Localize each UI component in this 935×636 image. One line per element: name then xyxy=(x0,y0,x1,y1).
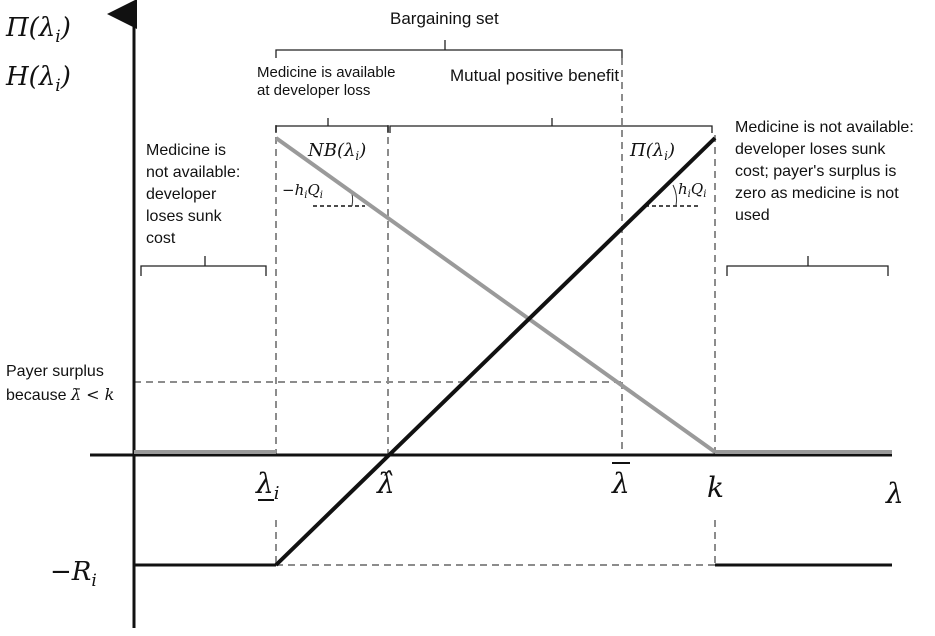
bargaining-set-label: Bargaining set xyxy=(390,9,499,28)
k-label: k xyxy=(707,471,724,504)
left-region-line: cost xyxy=(146,230,176,247)
mutual-benefit-label: Mutual positive benefit xyxy=(450,66,619,85)
profit-curve-label: Π(λi) xyxy=(629,140,675,163)
dashed-guides xyxy=(134,58,716,566)
curves xyxy=(134,136,892,567)
lambda-i-label: λi xyxy=(255,467,280,504)
left-region-line: Medicine is xyxy=(146,142,226,159)
nb-curve-label: NB(λi) xyxy=(307,140,366,163)
available-at-loss-label-1: Medicine is available xyxy=(257,64,395,81)
brace-left-region xyxy=(140,256,267,276)
right-region-line: used xyxy=(735,207,770,224)
lambda-bar-tick: λ xyxy=(611,462,630,500)
slope-arcs xyxy=(349,184,678,207)
lambda-i-tick: λi xyxy=(255,467,280,504)
right-region-line: zero as medicine is not xyxy=(735,185,899,202)
right-region-line: cost; payer's surplus is xyxy=(735,163,896,180)
brace-available-at-loss xyxy=(275,118,389,133)
lambda-bar-label: λ xyxy=(611,467,630,500)
payer-surplus-label-2: because λ̄ < k xyxy=(6,385,114,404)
left-region-line: loses sunk xyxy=(146,208,223,225)
available-at-loss-label-2: at developer loss xyxy=(257,82,370,99)
right-region-text: Medicine is not available: developer los… xyxy=(735,119,914,224)
slope-negative-label: −hiQi xyxy=(282,181,323,201)
axes xyxy=(90,0,892,628)
brace-right-region xyxy=(726,256,889,276)
profit-line xyxy=(274,136,717,567)
negative-R-label: −Ri xyxy=(50,557,97,591)
left-region-text: Medicine is not available: developer los… xyxy=(146,142,240,247)
braces xyxy=(140,40,889,276)
left-region-line: developer xyxy=(146,186,217,203)
x-axis-label: λ xyxy=(885,477,904,510)
slope-positive-label: hiQi xyxy=(678,180,706,200)
payer-surplus-label-1: Payer surplus xyxy=(6,363,104,380)
right-region-line: Medicine is not available: xyxy=(735,119,914,136)
nb-line xyxy=(274,136,717,454)
brace-bargaining-set xyxy=(275,40,623,58)
y-axis-label-payer: H(λi) xyxy=(5,62,71,96)
y-axis-label-profit: Π(λi) xyxy=(5,13,71,47)
left-region-line: not available: xyxy=(146,164,240,181)
slope-arc-positive xyxy=(672,184,678,207)
right-region-line: developer loses sunk xyxy=(735,141,886,158)
brace-mutual-benefit xyxy=(389,118,713,133)
lambda-hat-label: λ̂ xyxy=(376,467,395,500)
